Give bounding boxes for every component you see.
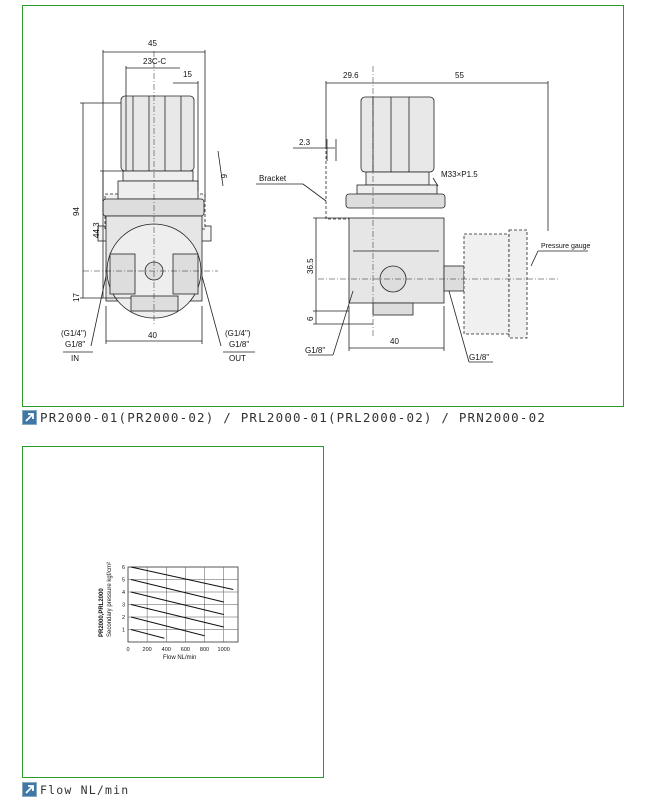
caption-text: Flow NL/min: [40, 782, 130, 797]
side-dim-29-6: 29.6: [343, 71, 359, 80]
side-dim-6: 6: [306, 316, 315, 321]
bracket-label: Bracket: [259, 174, 287, 183]
port-right-label: G1/8": [469, 353, 489, 362]
out-label: OUT: [229, 354, 246, 363]
x-tick-label: 600: [181, 647, 190, 653]
y-tick-label: 6: [122, 565, 125, 571]
y-tick-label: 4: [122, 590, 125, 596]
front-view: 45 23C-C 15 6 94 44.3 17 40 (G1/4") G1/8…: [61, 39, 255, 363]
side-dim-2-3: 2.3: [299, 138, 311, 147]
x-tick-label: 800: [200, 647, 209, 653]
y-tick-label: 5: [122, 578, 125, 584]
series-line-1: [130, 629, 165, 639]
side-dim-36-5: 36.5: [306, 258, 315, 274]
series-line-5: [130, 579, 224, 603]
x-axis-label: Flow NL/min: [163, 655, 196, 661]
arrow-link-icon[interactable]: [22, 782, 37, 797]
front-dim-40: 40: [148, 331, 157, 340]
front-dim-94: 94: [72, 207, 81, 216]
pressure-gauge-label: Pressure gauge: [541, 243, 591, 250]
x-tick-label: 400: [162, 647, 171, 653]
y-axis-model-label: PR2000,PRL2000: [99, 588, 105, 637]
out-port-alt: (G1/4"): [225, 329, 251, 338]
series-line-6: [130, 566, 234, 590]
x-tick-label: 200: [143, 647, 152, 653]
drawing-caption: PR2000-01(PR2000-02) / PRL2000-01(PRL200…: [22, 410, 546, 425]
side-dim-40: 40: [390, 337, 399, 346]
x-tick-label: 0: [126, 647, 129, 653]
y-tick-label: 2: [122, 615, 125, 621]
arrow-link-icon[interactable]: [22, 410, 37, 425]
thread-label: M33×P1.5: [441, 170, 478, 179]
front-dim-15: 15: [183, 70, 192, 79]
series-line-4: [130, 591, 224, 615]
in-label: IN: [71, 354, 79, 363]
dimension-drawing: 45 23C-C 15 6 94 44.3 17 40 (G1/4") G1/8…: [61, 39, 591, 363]
front-dim-17: 17: [72, 293, 81, 302]
caption-text: PR2000-01(PR2000-02) / PRL2000-01(PRL200…: [40, 410, 547, 425]
chart-caption: Flow NL/min: [22, 782, 129, 797]
front-dim-6: 6: [219, 174, 228, 179]
out-port: G1/8": [229, 340, 249, 349]
y-axis-label: Secondary pressure kgf/cm²: [107, 562, 113, 637]
in-port-alt: (G1/4"): [61, 329, 87, 338]
x-tick-label: 1000: [218, 647, 230, 653]
y-tick-label: 1: [122, 628, 125, 634]
port-left-label: G1/8": [305, 346, 325, 355]
side-view: 29.6 55 2.3 Bracket M33×P1.5 36.5 6 40 G…: [256, 66, 591, 363]
in-port: G1/8": [65, 340, 85, 349]
series-line-2: [130, 616, 205, 637]
series-line-3: [130, 604, 224, 628]
dimension-drawing-panel: 45 23C-C 15 6 94 44.3 17 40 (G1/4") G1/8…: [22, 5, 624, 407]
front-dim-width: 45: [148, 39, 157, 48]
front-dim-23cc: 23C-C: [143, 57, 166, 66]
front-dim-44-3: 44.3: [92, 222, 101, 238]
y-tick-label: 3: [122, 603, 125, 609]
side-dim-55: 55: [455, 71, 464, 80]
